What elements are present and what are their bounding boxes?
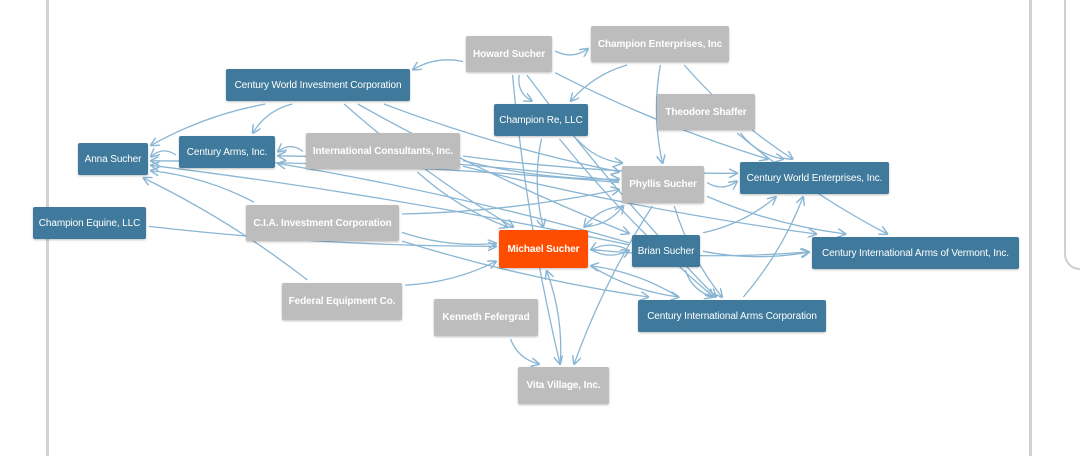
edge-kenneth-fefergrad-to-vita-village: [509, 338, 540, 364]
edge-phyllis-sucher-to-century-world-enterprises: [706, 181, 737, 187]
edge-michael-sucher-to-brian-sucher: [590, 249, 629, 255]
edge-international-consultants-to-century-intl-arms-vermont: [462, 165, 816, 234]
edge-phyllis-sucher-to-vita-village: [574, 205, 653, 364]
node-champion-re[interactable]: Champion Re, LLC: [494, 104, 588, 136]
edge-champion-re-to-phyllis-sucher: [576, 138, 622, 163]
edge-century-world-investment-to-phyllis-sucher: [383, 103, 619, 172]
node-century-intl-arms-vermont[interactable]: Century International Arms of Vermont, I…: [812, 237, 1019, 269]
edge-howard-sucher-to-century-world-investment: [413, 59, 464, 70]
node-phyllis-sucher[interactable]: Phyllis Sucher: [622, 166, 704, 203]
edge-champion-enterprises-to-phyllis-sucher: [655, 64, 662, 163]
edge-cia-investment-to-anna-sucher: [151, 171, 255, 203]
edge-federal-equipment-to-anna-sucher: [144, 178, 308, 281]
edge-vita-village-to-michael-sucher: [547, 271, 562, 365]
node-century-intl-arms-corp[interactable]: Century International Arms Corporation: [638, 300, 826, 332]
edge-century-world-investment-to-anna-sucher: [151, 103, 266, 145]
edge-howard-sucher-to-champion-enterprises: [554, 49, 588, 55]
edge-international-consultants-to-michael-sucher: [416, 171, 507, 227]
node-champion-enterprises[interactable]: Champion Enterprises, Inc: [591, 26, 729, 62]
edge-brian-sucher-to-michael-sucher: [591, 245, 630, 251]
node-champion-equine[interactable]: Champion Equine, LLC: [33, 207, 146, 239]
edge-century-world-investment-to-michael-sucher: [343, 103, 513, 227]
edge-international-consultants-to-century-arms: [278, 147, 304, 152]
edge-brian-sucher-to-century-world-enterprises: [702, 197, 776, 234]
edge-michael-sucher-to-phyllis-sucher: [584, 206, 623, 228]
edge-federal-equipment-to-michael-sucher: [404, 261, 496, 286]
node-michael-sucher[interactable]: Michael Sucher: [499, 230, 588, 268]
node-century-world-investment[interactable]: Century World Investment Corporation: [226, 69, 410, 101]
edge-champion-re-to-michael-sucher: [536, 138, 543, 227]
node-theodore-shaffer[interactable]: Theodore Shaffer: [657, 94, 755, 130]
node-brian-sucher[interactable]: Brian Sucher: [632, 235, 700, 267]
edge-phyllis-sucher-to-century-intl-arms-vermont: [706, 195, 846, 234]
node-vita-village[interactable]: Vita Village, Inc.: [518, 367, 609, 404]
edge-century-intl-arms-corp-to-michael-sucher: [591, 266, 679, 298]
node-anna-sucher[interactable]: Anna Sucher: [78, 143, 148, 175]
edge-champion-re-to-century-intl-arms-corp: [558, 138, 714, 297]
edge-cia-investment-to-phyllis-sucher: [401, 190, 619, 215]
edge-howard-sucher-to-champion-re: [518, 74, 532, 101]
edge-cia-investment-to-michael-sucher: [401, 231, 496, 244]
edge-century-intl-arms-corp-to-century-world-enterprises: [742, 197, 803, 298]
edge-champion-equine-to-michael-sucher: [148, 225, 496, 246]
edge-cia-investment-to-century-intl-arms-corp: [401, 240, 648, 297]
node-century-world-enterprises[interactable]: Century World Enterprises, Inc.: [740, 162, 889, 194]
node-federal-equipment[interactable]: Federal Equipment Co.: [282, 283, 402, 320]
node-century-arms[interactable]: Century Arms, Inc.: [179, 136, 275, 168]
edge-brian-sucher-to-century-intl-arms-vermont: [702, 251, 809, 256]
node-cia-investment[interactable]: C.I.A. Investment Corporation: [246, 205, 399, 241]
edge-century-world-investment-to-century-arms: [253, 103, 293, 133]
edge-brian-sucher-to-century-intl-arms-corp: [684, 269, 712, 297]
node-international-consultants[interactable]: International Consultants, Inc.: [306, 133, 460, 169]
edge-century-arms-to-anna-sucher: [151, 151, 177, 157]
node-kenneth-fefergrad[interactable]: Kenneth Fefergrad: [434, 299, 538, 336]
node-howard-sucher[interactable]: Howard Sucher: [466, 36, 552, 72]
edge-champion-enterprises-to-champion-re: [571, 64, 628, 101]
